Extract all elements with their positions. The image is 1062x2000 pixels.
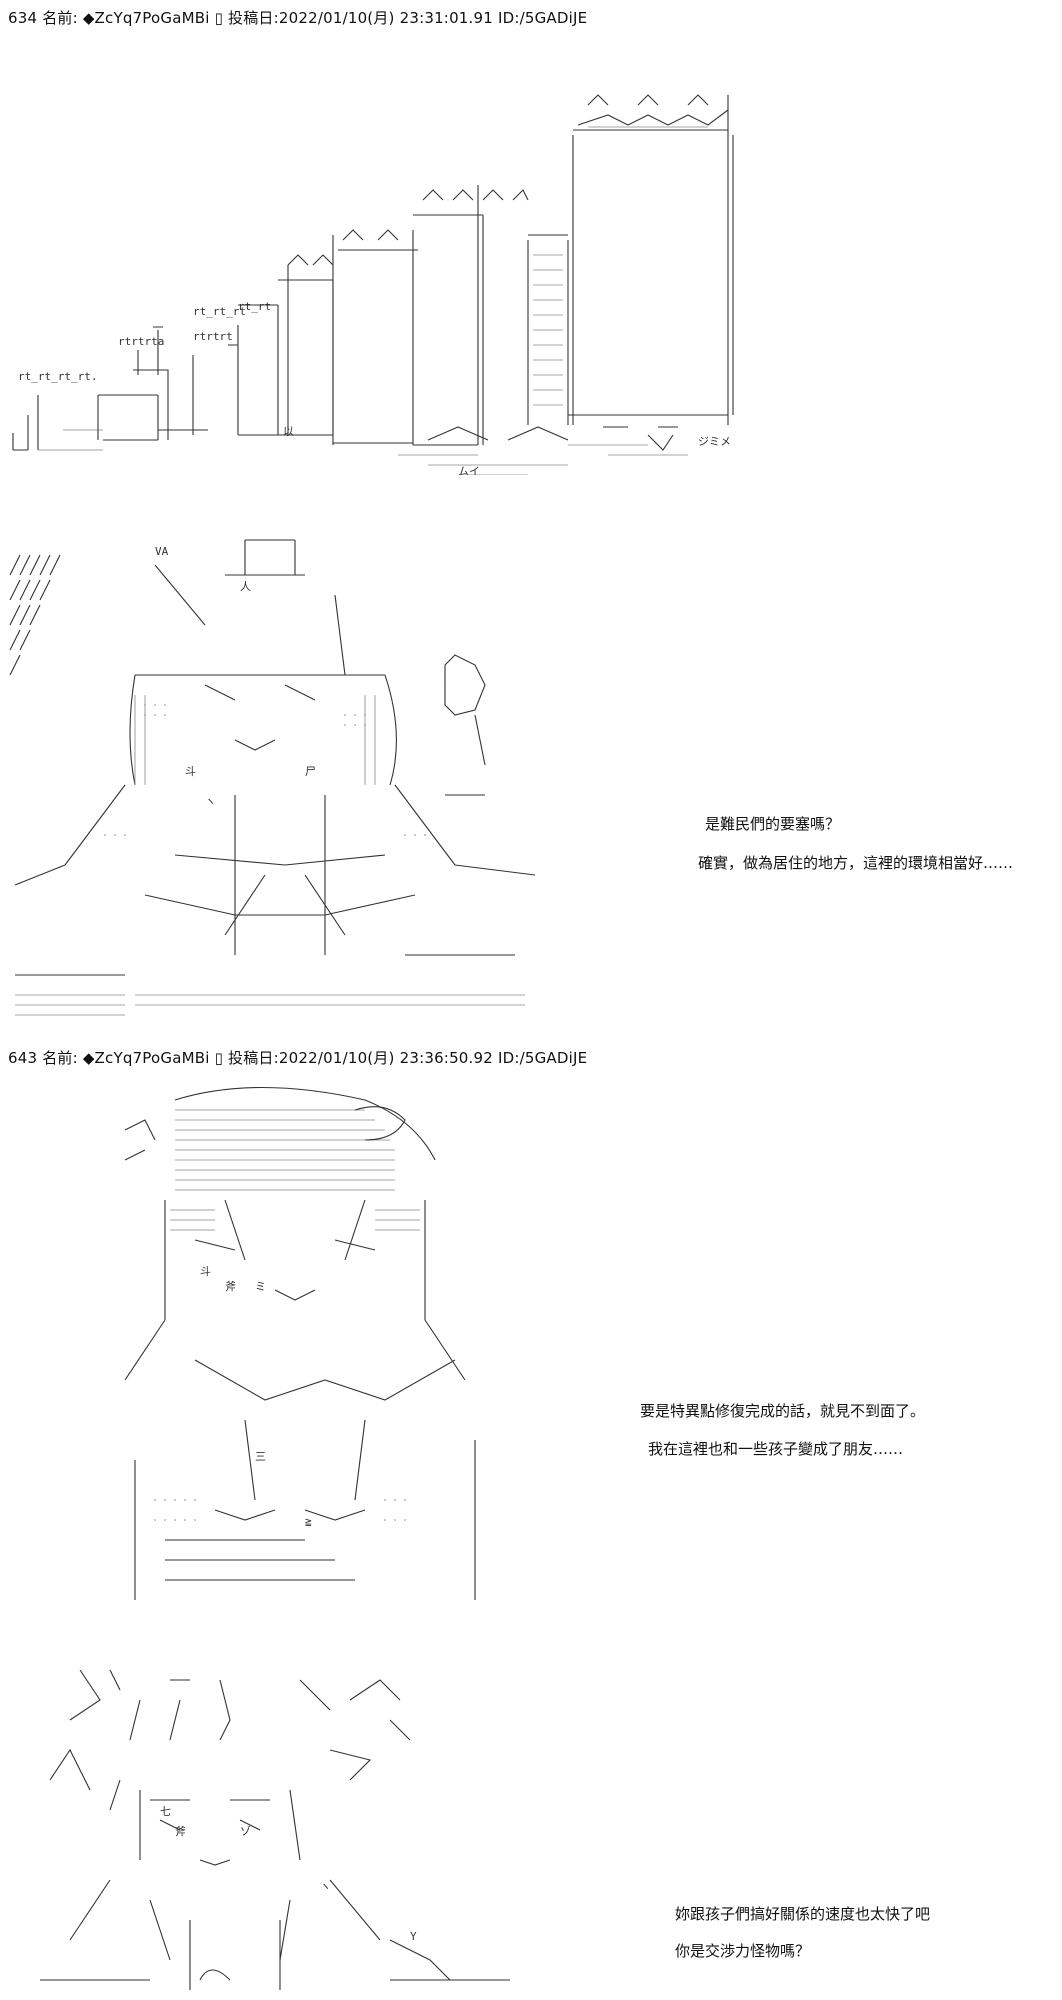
boy-label-1: 七 <box>160 1805 171 1818</box>
dialogue-643-line-2: 我在這裡也和一些孩子變成了朋友…… <box>648 1440 904 1458</box>
tamamo-ascii-art-drawing: VA 人 斗 尸 ヽ <box>9 539 536 1016</box>
dialogue-634-line-1: 是難民們的要塞嗎？ <box>705 815 841 833</box>
girl-label-4: ≧ <box>305 1515 312 1528</box>
castle-ascii-art: rt_rt_rt_rt. rtrtrta rtrtrt rt_rt rt_rt_… <box>8 55 848 475</box>
boy-ascii-art-drawing: 七 斧 ゾ ヽ Y <box>40 1669 510 1990</box>
castle-label-7: ムイ <box>458 465 480 475</box>
boy-ascii-art: 七 斧 ゾ ヽ Y <box>30 1660 530 2000</box>
boy-label-3: ゾ <box>240 1825 251 1838</box>
girl-label-3: ミ <box>255 1280 266 1293</box>
tamamo-label-1: VA <box>155 545 169 558</box>
girl-ascii-art-drawing: 斗 斧 ミ ≧ 三 <box>124 1086 476 1600</box>
dialogue-643-line-4: 你是交渉力怪物嗎？ <box>675 1942 811 1960</box>
girl-label-2: 斧 <box>225 1280 236 1293</box>
boy-label-4: ヽ <box>320 1880 331 1893</box>
tamamo-ascii-art: VA 人 斗 尸 ヽ <box>5 535 605 1025</box>
castle-label-5: rt_rt_rt <box>193 305 246 318</box>
castle-label-8: ジミメ <box>698 435 731 448</box>
tamamo-label-3: 斗 <box>185 765 196 778</box>
castle-label-2: rtrtrta <box>118 335 164 348</box>
boy-label-2: 斧 <box>175 1825 186 1838</box>
girl-ascii-art: 斗 斧 ミ ≧ 三 <box>105 1080 525 1620</box>
girl-label-5: 三 <box>255 1450 266 1463</box>
girl-label-1: 斗 <box>200 1265 211 1278</box>
post-header-634: 634 名前: ◆ZcYq7PoGaMBi ▯ 投稿日:2022/01/10(月… <box>8 9 588 27</box>
boy-label-5: Y <box>410 1930 417 1943</box>
castle-label-6: 以 <box>283 425 294 438</box>
tamamo-label-2: 人 <box>240 580 251 593</box>
castle-ascii-art-drawing: rt_rt_rt_rt. rtrtrta rtrtrt rt_rt rt_rt_… <box>12 94 734 475</box>
tamamo-label-5: ヽ <box>205 795 216 808</box>
dialogue-643-line-1: 要是特異點修復完成的話，就見不到面了。 <box>640 1402 926 1420</box>
castle-label-1: rt_rt_rt_rt. <box>18 370 97 383</box>
tamamo-label-4: 尸 <box>305 765 316 778</box>
dialogue-643-line-3: 妳跟孩子們搞好關係的速度也太快了吧 <box>675 1905 931 1923</box>
castle-label-4: rt_rt <box>238 300 271 313</box>
post-header-643: 643 名前: ◆ZcYq7PoGaMBi ▯ 投稿日:2022/01/10(月… <box>8 1049 588 1067</box>
castle-label-3: rtrtrt <box>193 330 233 343</box>
dialogue-634-line-2: 確實，做為居住的地方，這裡的環境相當好…… <box>698 854 1014 872</box>
